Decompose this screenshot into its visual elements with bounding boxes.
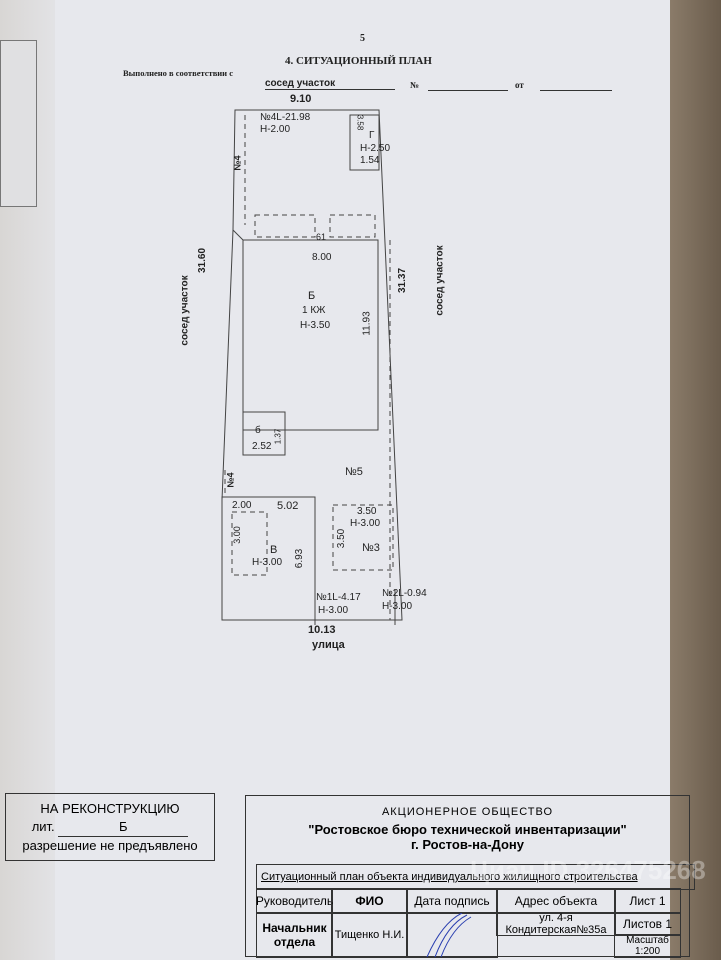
stamp-line1: НА РЕКОНСТРУКЦИЮ — [40, 801, 180, 816]
col-head: Руководитель — [256, 888, 333, 914]
agreement-prefix: Выполнено в соответствии с — [123, 68, 233, 78]
reconstruction-stamp: НА РЕКОНСТРУКЦИЮ лит. Б разрешение не пр… — [5, 793, 215, 861]
fence1-height: Н-3.00 — [318, 605, 349, 616]
g-dim2: 1.54 — [360, 155, 380, 166]
lit-value: Б — [58, 818, 189, 837]
fence2-label: №2L-0.94 — [382, 588, 427, 599]
org-type: АКЦИОНЕРНОЕ ОБЩЕСТВО — [381, 806, 554, 818]
building-v — [221, 496, 316, 621]
s3-length: 3.50 — [336, 528, 348, 549]
fence2-height: Н-3.00 — [382, 601, 413, 612]
right-neighbor-label: сосед участок — [434, 245, 446, 316]
street-label: улица — [312, 639, 345, 651]
building-small-b — [242, 411, 286, 456]
page-number: 5 — [360, 33, 365, 44]
signature — [406, 912, 498, 958]
v-width: 5.02 — [276, 500, 300, 512]
s3-height: Н-3.00 — [350, 518, 381, 529]
small-b-width: 2.52 — [252, 441, 272, 452]
col-date: Дата подпись — [406, 888, 498, 914]
s3-width: 3.50 — [357, 506, 377, 517]
v-height: Н-3.00 — [252, 557, 283, 568]
address-value: ул. 4-я Кондитерская№35а — [496, 912, 616, 936]
number-line — [428, 90, 508, 91]
g-dim1: 3.58 — [355, 114, 365, 131]
b-length: 11.93 — [361, 311, 373, 336]
fence4-left-label: №4 — [232, 155, 243, 171]
bottom-width: 10.13 — [308, 624, 336, 636]
col-address: Адрес объекта — [496, 888, 616, 914]
scale-label: Масштаб — [626, 935, 669, 946]
org-city: г. Ростов-на-Дону — [411, 837, 524, 852]
number-label: № — [410, 80, 420, 90]
document-page — [55, 0, 670, 960]
lit-label: лит. — [31, 819, 55, 834]
org-name: "Ростовское бюро технической инвентариза… — [308, 822, 627, 837]
document-title: Ситуационный план объекта индивидуальног… — [256, 864, 695, 890]
small-b-label: б — [255, 425, 261, 436]
g-height: Н-2.50 — [360, 143, 391, 154]
date-label: от — [515, 80, 524, 90]
b-label: Б — [308, 290, 316, 302]
stamp-line3: разрешение не предъявлено — [22, 838, 198, 853]
top-width: 9.10 — [290, 93, 312, 105]
col-fio: ФИО — [331, 888, 408, 914]
building-g — [349, 114, 380, 171]
s3-label: №3 — [362, 542, 380, 554]
page-title: 4. СИТУАЦИОННЫЙ ПЛАН — [285, 55, 432, 67]
b-width: 8.00 — [312, 252, 332, 263]
title-block: АКЦИОНЕРНОЕ ОБЩЕСТВО "Ростовское бюро те… — [245, 795, 695, 958]
b-floors: 1 КЖ — [302, 305, 326, 316]
v-inner-length: 3.00 — [231, 526, 242, 544]
building-b — [242, 239, 379, 431]
v-length: 6.93 — [294, 548, 306, 569]
signature-scribble — [426, 913, 472, 957]
small-b-length: 1.37 — [273, 428, 283, 445]
fio-value: Тищенко Н.И. — [331, 912, 408, 958]
agreement-value: сосед участок — [265, 78, 395, 90]
sheets-count: Листов 1 — [614, 912, 681, 936]
head-value: Начальник отдела — [256, 912, 333, 958]
v-inner-width: 2.00 — [232, 500, 252, 511]
yard-5-label: №5 — [345, 466, 363, 478]
b-small-dim: 61 — [316, 232, 327, 242]
watermark: Циан ID 326475268 — [470, 855, 706, 885]
fence4-left-label-2: №4 — [225, 472, 236, 488]
sheet-number: Лист 1 — [614, 888, 681, 914]
fence4-height: Н-2.00 — [260, 124, 291, 135]
date-line — [540, 90, 612, 91]
g-label: Г — [369, 130, 375, 141]
left-neighbor-label: сосед участок — [179, 275, 191, 346]
left-length: 31.60 — [197, 247, 209, 274]
b-height: Н-3.50 — [300, 320, 331, 331]
v-label: В — [270, 544, 278, 556]
fence4-label: №4L-21.98 — [260, 112, 311, 123]
fence1-label: №1L-4.17 — [316, 592, 361, 603]
right-length: 31.37 — [397, 267, 409, 294]
scale-value: 1:200 — [634, 946, 661, 957]
adjacent-page — [0, 40, 37, 207]
